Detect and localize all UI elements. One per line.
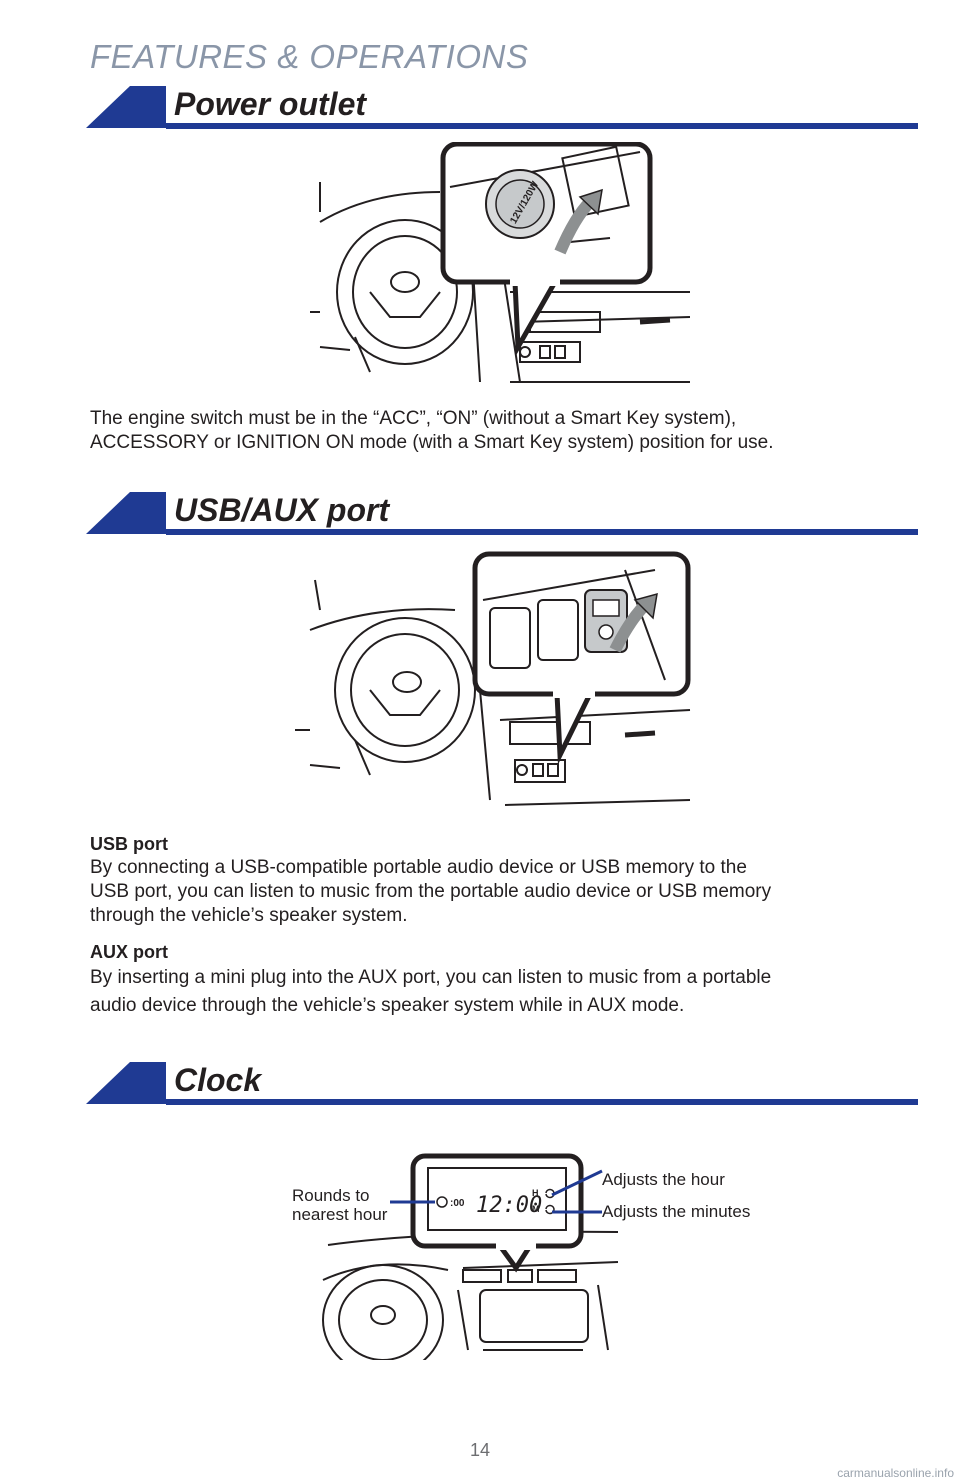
- section-header-clock: Clock: [86, 1062, 918, 1105]
- section-header-usb-aux: USB/AUX port: [86, 492, 918, 535]
- usb-aux-illustration: [295, 551, 691, 806]
- section-header-bar: [86, 1062, 918, 1105]
- section-title: Power outlet: [174, 86, 367, 122]
- text-line: USB port, you can listen to music from t…: [90, 881, 772, 902]
- section-header-bar: [86, 492, 918, 535]
- minute-button-label: M: [532, 1204, 540, 1214]
- text-line: Rounds to: [292, 1186, 370, 1205]
- text-line: By connecting a USB-compatible portable …: [90, 857, 747, 878]
- callout-round-to-hour: Rounds to nearest hour: [292, 1186, 387, 1224]
- hour-button-label: H: [532, 1188, 539, 1198]
- aux-port-description: By inserting a mini plug into the AUX po…: [90, 964, 910, 1020]
- clock-illustration: :00 12:00 H M: [322, 1153, 619, 1360]
- text-line: audio device through the vehicle’s speak…: [90, 995, 685, 1016]
- text-line: By inserting a mini plug into the AUX po…: [90, 967, 772, 988]
- aux-port-heading: AUX port: [90, 942, 168, 962]
- page-header: FEATURES & OPERATIONS: [90, 38, 529, 75]
- text-line: through the vehicle’s speaker system.: [90, 905, 408, 926]
- text-line: nearest hour: [292, 1205, 388, 1224]
- watermark: carmanualsonline.info: [837, 1466, 954, 1480]
- clock-leader-lines: [390, 1169, 603, 1214]
- callout-adjust-hour: Adjusts the hour: [602, 1170, 725, 1189]
- power-outlet-description: The engine switch must be in the “ACC”, …: [90, 407, 910, 455]
- text-line: ACCESSORY or IGNITION ON mode (with a Sm…: [90, 432, 774, 453]
- usb-port-description: By connecting a USB-compatible portable …: [90, 856, 910, 928]
- section-title: Clock: [174, 1062, 262, 1098]
- power-outlet-illustration: 12V/120W: [310, 142, 691, 383]
- clock-display-time: 12:00: [476, 1193, 542, 1218]
- section-header-power-outlet: Power outlet: [86, 86, 918, 129]
- round-button-label: :00: [450, 1198, 465, 1209]
- usb-port-heading: USB port: [90, 834, 168, 854]
- text-line: The engine switch must be in the “ACC”, …: [90, 408, 737, 429]
- section-title: USB/AUX port: [174, 492, 390, 528]
- section-header-bar: [86, 86, 918, 129]
- callout-adjust-minutes: Adjusts the minutes: [602, 1202, 751, 1221]
- page-number: 14: [469, 1440, 491, 1460]
